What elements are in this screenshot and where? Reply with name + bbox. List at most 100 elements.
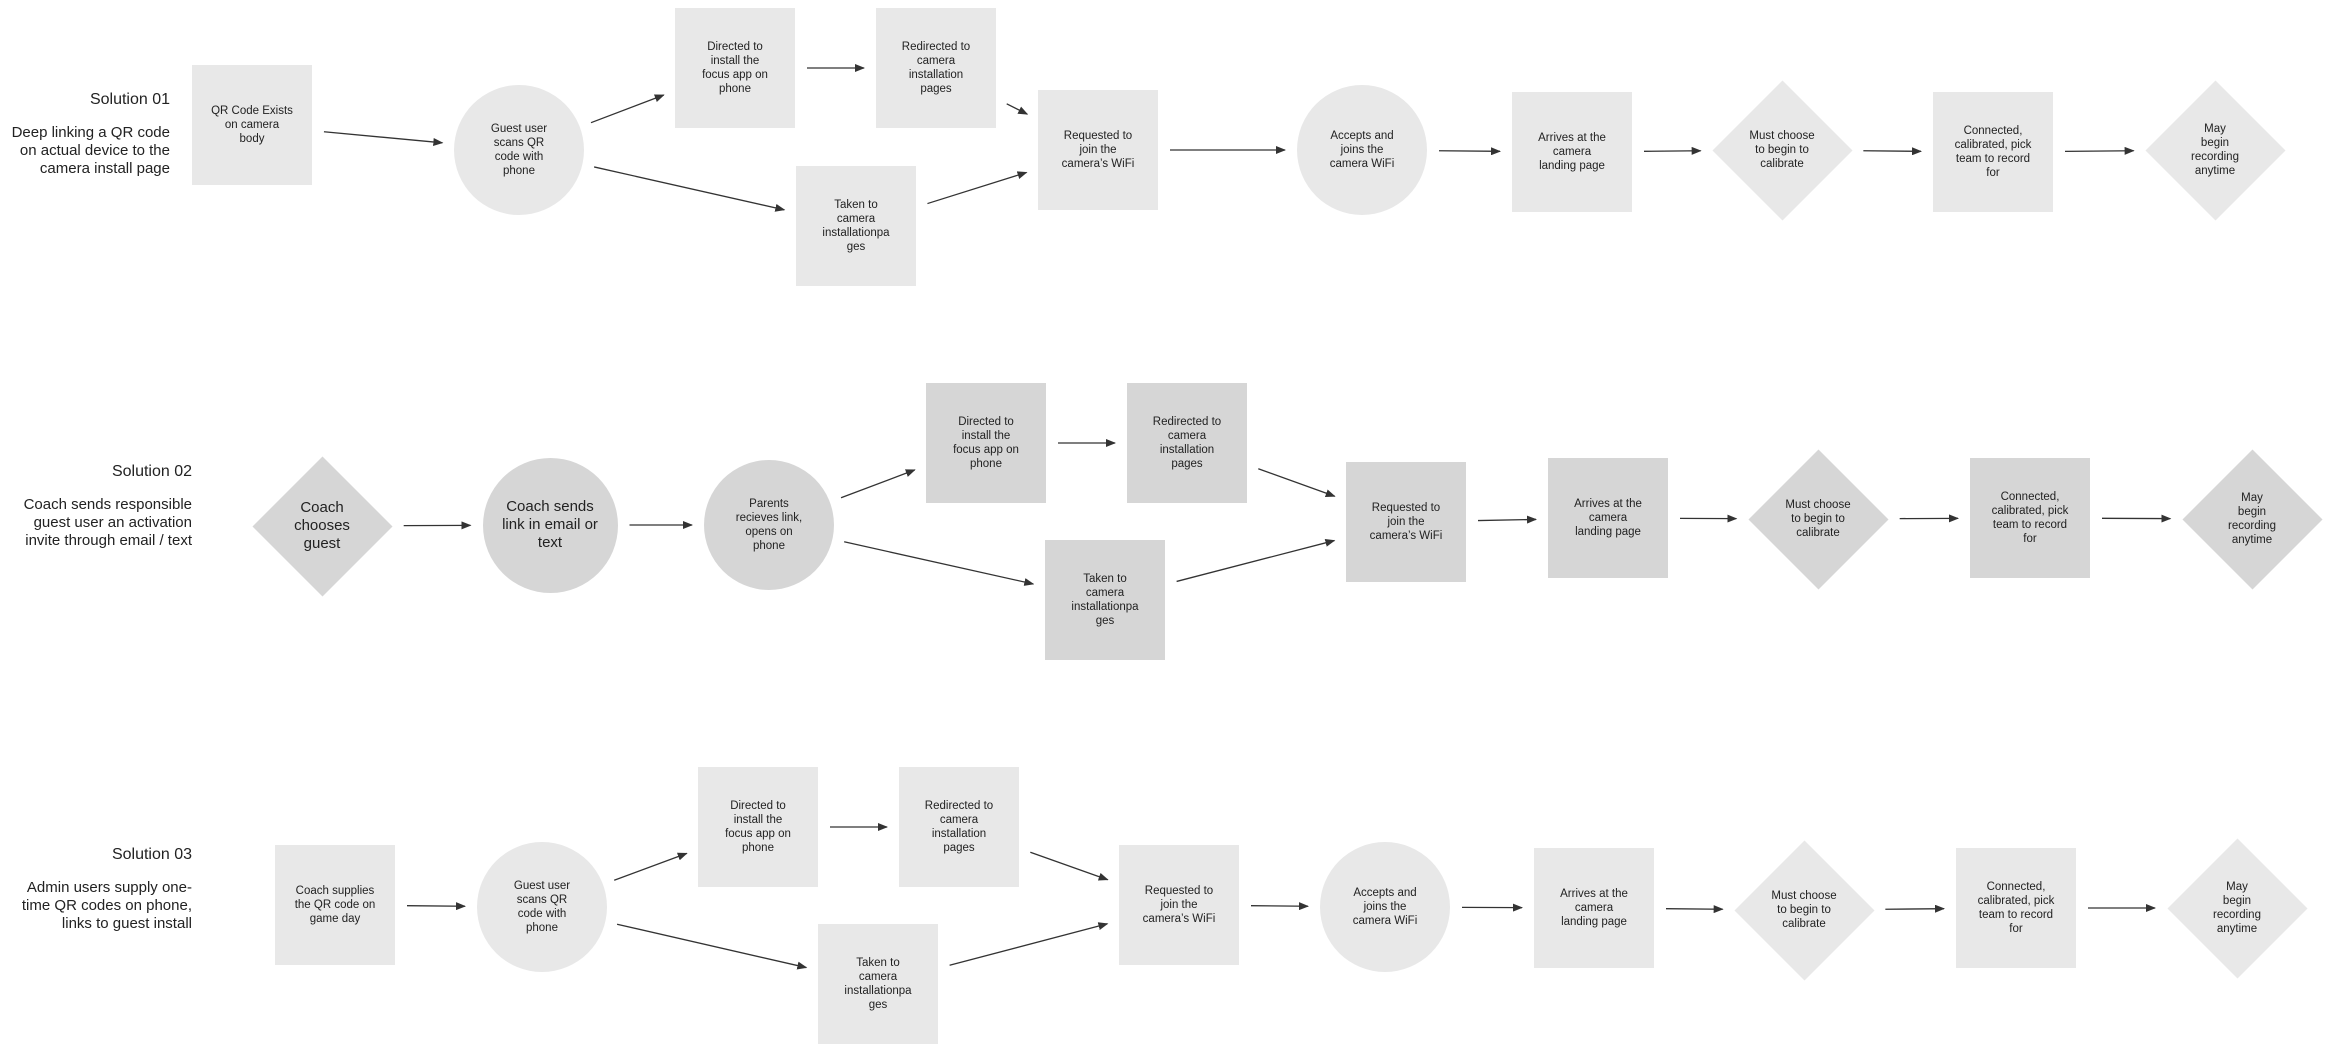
rect-shape [698,767,818,887]
rect-shape [899,767,1019,887]
solution-02-circle-node-coach-sends-link-in-email-or-text: Coach sends link in email or text [482,457,618,593]
node-label: Requested to join the camera’s WiFi [1142,885,1216,925]
solution-01-rect-node-redirected-to-camera-installation-pages: Redirected to camera installation pages [876,8,996,128]
arrow-connector [1250,902,1310,911]
solution-01-rect-node-directed-to-install-the-focus-app-on-pho: Directed to install the focus app on pho… [675,8,795,128]
solution-03-description: Admin users supply one- time QR codes on… [21,879,192,932]
node-label: Arrives at the camera landing page [1574,498,1642,538]
arrow-connector [1863,147,1923,156]
circle-shape [704,460,834,590]
arrow-connector [406,902,467,911]
node-label: Redirected to camera installation pages [924,800,994,854]
solution-01-title: Solution 01 [89,91,170,108]
node-label: Redirected to camera installation pages [1152,416,1222,470]
node-label: Coach supplies the QR code on game day [294,885,376,925]
solution-03-rect-node-connected-calibrated-pick-team-to-record: Connected, calibrated, pick team to reco… [1956,848,2076,968]
node-label: Connected, calibrated, pick team to reco… [1954,125,2032,179]
solution-01-rect-node-connected-calibrated-pick-team-to-record: Connected, calibrated, pick team to reco… [1933,92,2053,212]
node-label: Directed to install the focus app on pho… [725,800,791,854]
solution-01-diamond-node-must-choose-to-begin-to-calibrate: Must choose to begin to calibrate [1711,79,1852,220]
node-label: QR Code Exists on camera body [211,105,293,145]
node-label: Directed to install the focus app on pho… [702,41,768,95]
solution-01-rect-node-requested-to-join-the-cameras-wifi: Requested to join the camera’s WiFi [1038,90,1158,210]
rect-shape [1956,848,2076,968]
solution-02-diamond-node-may-begin-recording-anytime: May begin recording anytime [2181,448,2322,589]
node-label: Connected, calibrated, pick team to reco… [1991,491,2069,545]
node-label: Coach chooses guest [294,499,350,552]
node-label: Taken to camera installationpa ges [1071,573,1139,627]
node-label: May begin recording anytime [2213,881,2261,935]
solution-02-diamond-node-must-choose-to-begin-to-calibrate: Must choose to begin to calibrate [1747,448,1888,589]
solution-02-diamond-node-coach-chooses-guest: Coach chooses guest [251,455,392,596]
node-label: Must choose to begin to calibrate [1749,130,1815,170]
rect-shape [1933,92,2053,212]
arrow-connector [927,171,1028,205]
solution-01-rect-node-arrives-at-the-camera-landing-page: Arrives at the camera landing page [1512,92,1632,212]
node-label: Arrives at the camera landing page [1560,888,1628,928]
solution-02-rect-node-redirected-to-camera-installation-pages: Redirected to camera installation pages [1127,383,1247,503]
node-label: Directed to install the focus app on pho… [953,416,1019,470]
rect-shape [1548,458,1668,578]
rect-shape [1534,848,1654,968]
solution-01-circle-node-accepts-and-joins-the-camera-wifi: Accepts and joins the camera WiFi [1297,85,1427,215]
node-label: Guest user scans QR code with phone [490,123,548,177]
solution-03-rect-node-arrives-at-the-camera-landing-page: Arrives at the camera landing page [1534,848,1654,968]
node-label: Requested to join the camera’s WiFi [1369,502,1443,542]
rect-shape [876,8,996,128]
arrow-connector [949,922,1109,966]
solution-02-rect-node-taken-to-camera-installationpa-ges: Taken to camera installationpa ges [1045,540,1165,660]
solution-03-diamond-node-must-choose-to-begin-to-calibrate: Must choose to begin to calibrate [1733,839,1874,980]
solution-01-circle-node-guest-user-scans-qr-code-with-phone: Guest user scans QR code with phone [454,85,584,215]
solution-02-description: Coach sends responsible guest user an ac… [23,496,192,549]
node-label: May begin recording anytime [2191,123,2239,177]
rect-shape [1346,462,1466,582]
node-label: Arrives at the camera landing page [1538,132,1606,172]
solution-01-rect-node-qr-code-exists-on-camera-body: QR Code Exists on camera body [192,65,312,185]
solution-03-rect-node-coach-supplies-the-qr-code-on-game-day: Coach supplies the QR code on game day [275,845,395,965]
solution-01-diamond-node-may-begin-recording-anytime: May begin recording anytime [2144,79,2285,220]
arrow-connector [616,923,808,970]
solution-03-rect-node-redirected-to-camera-installation-pages: Redirected to camera installation pages [899,767,1019,887]
solution-03-circle-node-guest-user-scans-qr-code-with-phone: Guest user scans QR code with phone [477,842,607,972]
solution-02-rect-node-requested-to-join-the-cameras-wifi: Requested to join the camera’s WiFi [1346,462,1466,582]
arrow-connector [593,166,786,212]
solution-03-label: Solution 03 Admin users supply one- time… [10,845,192,933]
circle-shape [1320,842,1450,972]
rect-shape [796,166,916,286]
rect-shape [1970,458,2090,578]
solution-02-title: Solution 02 [111,463,192,480]
rect-shape [818,924,938,1044]
arrow-connector [323,131,444,146]
node-label: Must choose to begin to calibrate [1771,890,1837,930]
rect-shape [1119,845,1239,965]
solution-02-rect-node-arrives-at-the-camera-landing-page: Arrives at the camera landing page [1548,458,1668,578]
circle-shape [482,457,618,593]
node-label: Requested to join the camera’s WiFi [1061,130,1135,170]
arrow-connector [1885,904,1946,913]
node-label: Parents recieves link, opens on phone [735,498,803,552]
arrow-connector [1438,147,1502,156]
node-label: Connected, calibrated, pick team to reco… [1977,881,2055,935]
solution-02-circle-node-parents-recieves-link-opens-on-phone: Parents recieves link, opens on phone [704,460,834,590]
circle-shape [477,842,607,972]
rect-shape [192,65,312,185]
arrow-connector [1030,851,1109,881]
solution-01-label: Solution 01 Deep linking a QR code on ac… [10,90,170,178]
solution-03-rect-node-taken-to-camera-installationpa-ges: Taken to camera installationpa ges [818,924,938,1044]
rect-shape [1512,92,1632,212]
node-label: Taken to camera installationpa ges [822,199,890,253]
solution-03-rect-node-requested-to-join-the-cameras-wifi: Requested to join the camera’s WiFi [1119,845,1239,965]
node-label: Accepts and joins the camera WiFi [1329,130,1395,170]
rect-shape [1038,90,1158,210]
arrow-connector [590,94,665,124]
solution-01-rect-node-taken-to-camera-installationpa-ges: Taken to camera installationpa ges [796,166,916,286]
rect-shape [926,383,1046,503]
arrow-connector [840,469,916,499]
arrow-connector [844,541,1035,586]
node-label: Must choose to begin to calibrate [1785,499,1851,539]
arrow-connector [1665,905,1724,914]
arrow-connector [2064,146,2135,155]
arrow-connector [1006,103,1029,115]
